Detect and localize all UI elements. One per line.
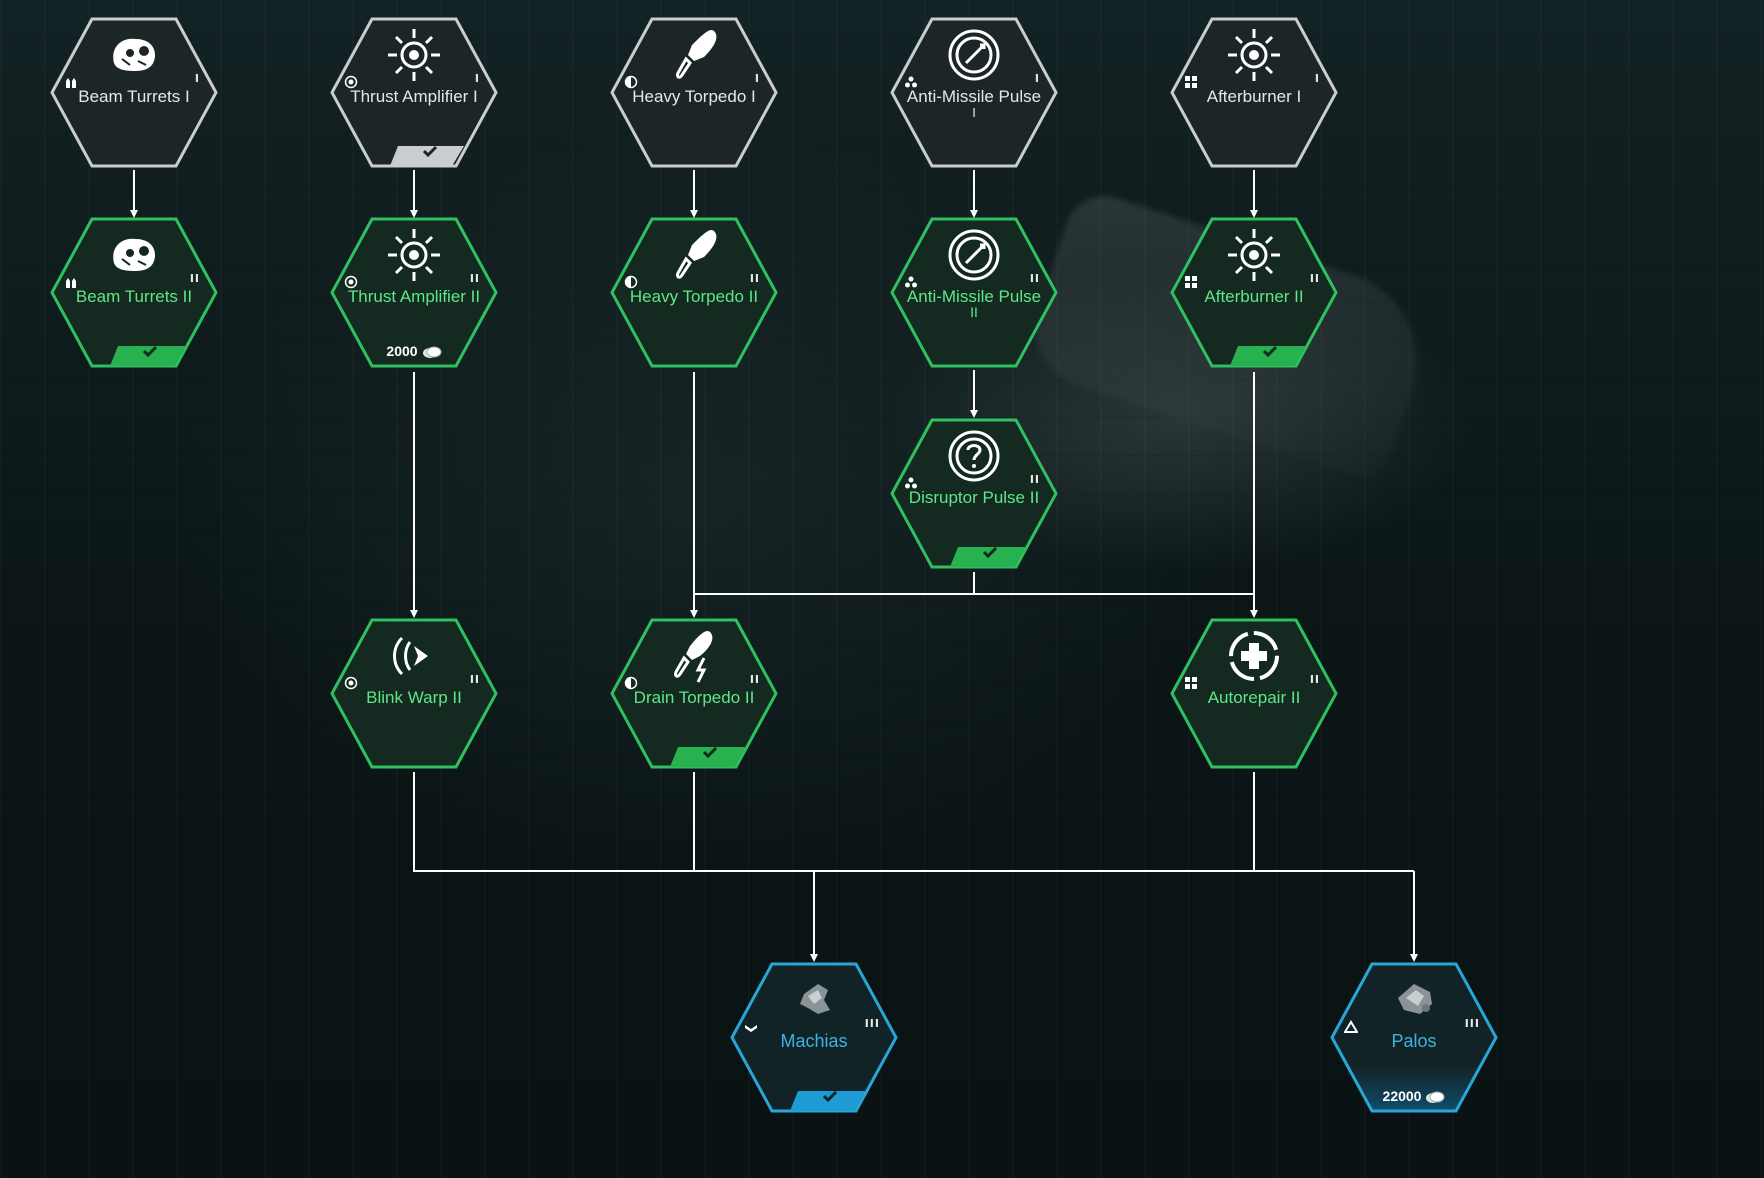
tier-label: II <box>1309 272 1320 285</box>
tier-label: I <box>1314 72 1320 85</box>
tier-label: II <box>469 272 480 285</box>
node-label: Beam Turrets II <box>75 287 193 306</box>
node-heavy-torpedo-2[interactable]: II Heavy Torpedo II <box>610 217 778 368</box>
disruptor-icon <box>944 426 1004 486</box>
owned-check-icon <box>404 143 456 159</box>
tri-dots-class-icon <box>904 75 918 89</box>
node-label: Drain Torpedo II <box>633 688 755 707</box>
node-label: Afterburner II <box>1204 287 1304 306</box>
circle-dot-class-icon <box>344 75 358 89</box>
node-beam-turrets-2[interactable]: II Beam Turrets II <box>50 217 218 368</box>
tier-label: II <box>1309 673 1320 686</box>
tier-label: III <box>864 1017 880 1030</box>
node-label: Autorepair II <box>1207 688 1301 707</box>
tier-label: II <box>1029 272 1040 285</box>
thruster-icon <box>1224 25 1284 85</box>
node-thrust-amplifier-2[interactable]: II Thrust Amplifier II 2000 <box>330 217 498 368</box>
torpedo-icon <box>664 25 724 85</box>
torpedo-icon <box>664 225 724 285</box>
node-drain-torpedo-2[interactable]: II Drain Torpedo II <box>610 618 778 769</box>
blink-warp-icon <box>384 626 444 686</box>
node-label: Machias <box>780 1031 848 1051</box>
dual-turret-class-icon <box>64 275 78 289</box>
thruster-icon <box>384 225 444 285</box>
tri-dots-class-icon <box>904 476 918 490</box>
frigate-class-icon <box>744 1020 758 1034</box>
cost-badge: 2000 <box>360 343 468 361</box>
tier-label: II <box>189 272 200 285</box>
owned-check-icon <box>1244 343 1296 359</box>
circle-dot-class-icon <box>344 676 358 690</box>
node-disruptor-pulse-2[interactable]: II Disruptor Pulse II <box>890 418 1058 569</box>
tri-dots-class-icon <box>904 275 918 289</box>
beam-turret-icon <box>104 25 164 85</box>
node-label: Heavy Torpedo II <box>629 287 759 306</box>
owned-check-icon <box>964 544 1016 560</box>
tier-label: II <box>1029 473 1040 486</box>
cost-value: 2000 <box>386 343 418 359</box>
half-circle-class-icon <box>624 75 638 89</box>
node-label: Anti-Missile Pulse <box>906 287 1042 306</box>
triangle-class-icon <box>1343 1020 1359 1034</box>
dual-turret-class-icon <box>64 75 78 89</box>
node-label: Heavy Torpedo I <box>632 87 756 106</box>
quad-square-class-icon <box>1184 275 1198 289</box>
cost-value: 22000 <box>1382 1088 1422 1104</box>
node-label: Thrust Amplifier I <box>350 87 478 106</box>
node-beam-turrets-1[interactable]: I Beam Turrets I <box>50 17 218 168</box>
node-anti-missile-pulse-2[interactable]: II Anti-Missile Pulse II <box>890 217 1058 368</box>
pulse-icon <box>944 225 1004 285</box>
node-label: Afterburner I <box>1206 87 1302 106</box>
circle-dot-class-icon <box>344 275 358 289</box>
owned-check-icon <box>804 1088 856 1104</box>
thruster-icon <box>1224 225 1284 285</box>
ship-icon <box>1384 970 1444 1030</box>
repair-cross-icon <box>1224 626 1284 686</box>
tier-label: II <box>749 272 760 285</box>
node-label-line2: II <box>970 304 978 320</box>
quad-square-class-icon <box>1184 75 1198 89</box>
half-circle-class-icon <box>624 275 638 289</box>
beam-turret-icon <box>104 225 164 285</box>
credits-icon <box>1425 1091 1445 1104</box>
cost-badge: 22000 <box>1360 1088 1468 1106</box>
thruster-icon <box>384 25 444 85</box>
credits-icon <box>422 346 442 359</box>
node-ship-palos[interactable]: III Palos 22000 <box>1330 962 1498 1113</box>
node-label: Disruptor Pulse II <box>908 488 1040 507</box>
node-label: Thrust Amplifier II <box>347 287 481 306</box>
node-heavy-torpedo-1[interactable]: I Heavy Torpedo I <box>610 17 778 168</box>
half-circle-class-icon <box>624 676 638 690</box>
tier-label: II <box>749 673 760 686</box>
node-ship-machias[interactable]: III Machias <box>730 962 898 1113</box>
node-afterburner-2[interactable]: II Afterburner II <box>1170 217 1338 368</box>
owned-check-icon <box>124 343 176 359</box>
node-afterburner-1[interactable]: I Afterburner I <box>1170 17 1338 168</box>
node-label: Blink Warp II <box>366 688 462 707</box>
node-thrust-amplifier-1[interactable]: I Thrust Amplifier I <box>330 17 498 168</box>
node-label: Palos <box>1391 1031 1437 1051</box>
tier-label: II <box>469 673 480 686</box>
quad-square-class-icon <box>1184 676 1198 690</box>
tier-label: I <box>1034 72 1040 85</box>
node-label: Anti-Missile Pulse <box>906 87 1042 106</box>
drain-torpedo-icon <box>664 626 724 686</box>
node-label-line2: I <box>972 105 976 120</box>
tier-label: III <box>1464 1017 1480 1030</box>
pulse-icon <box>944 25 1004 85</box>
tier-label: I <box>474 72 480 85</box>
tier-label: I <box>754 72 760 85</box>
node-label: Beam Turrets I <box>78 87 190 106</box>
node-blink-warp-2[interactable]: II Blink Warp II <box>330 618 498 769</box>
node-anti-missile-pulse-1[interactable]: I Anti-Missile Pulse I <box>890 17 1058 168</box>
node-autorepair-2[interactable]: II Autorepair II <box>1170 618 1338 769</box>
ship-icon <box>784 970 844 1030</box>
tier-label: I <box>194 72 200 85</box>
owned-check-icon <box>684 744 736 760</box>
